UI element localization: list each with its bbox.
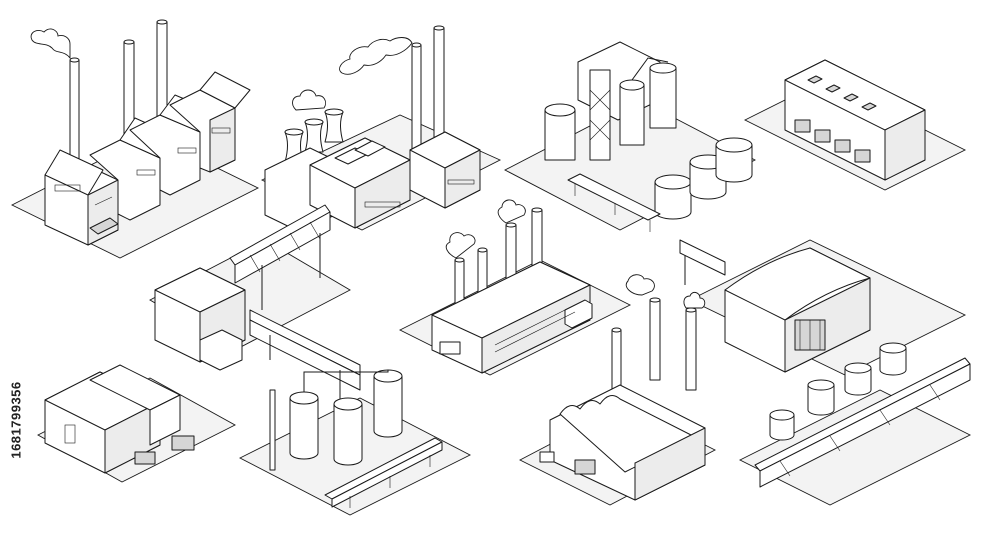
hangar-right — [625, 239, 967, 376]
factory-three-chimneys — [10, 19, 260, 259]
power-plant — [260, 25, 502, 233]
silo-and-tank-complex — [504, 41, 756, 232]
conveyor-bridge-complex — [149, 204, 361, 400]
tanks-on-trestle — [738, 342, 972, 506]
small-factory-bottom-left — [37, 364, 236, 483]
warehouse-top-right — [743, 59, 967, 191]
tank-conveyor-yard — [239, 369, 471, 516]
central-factory — [398, 199, 632, 376]
arched-factory — [519, 291, 716, 506]
